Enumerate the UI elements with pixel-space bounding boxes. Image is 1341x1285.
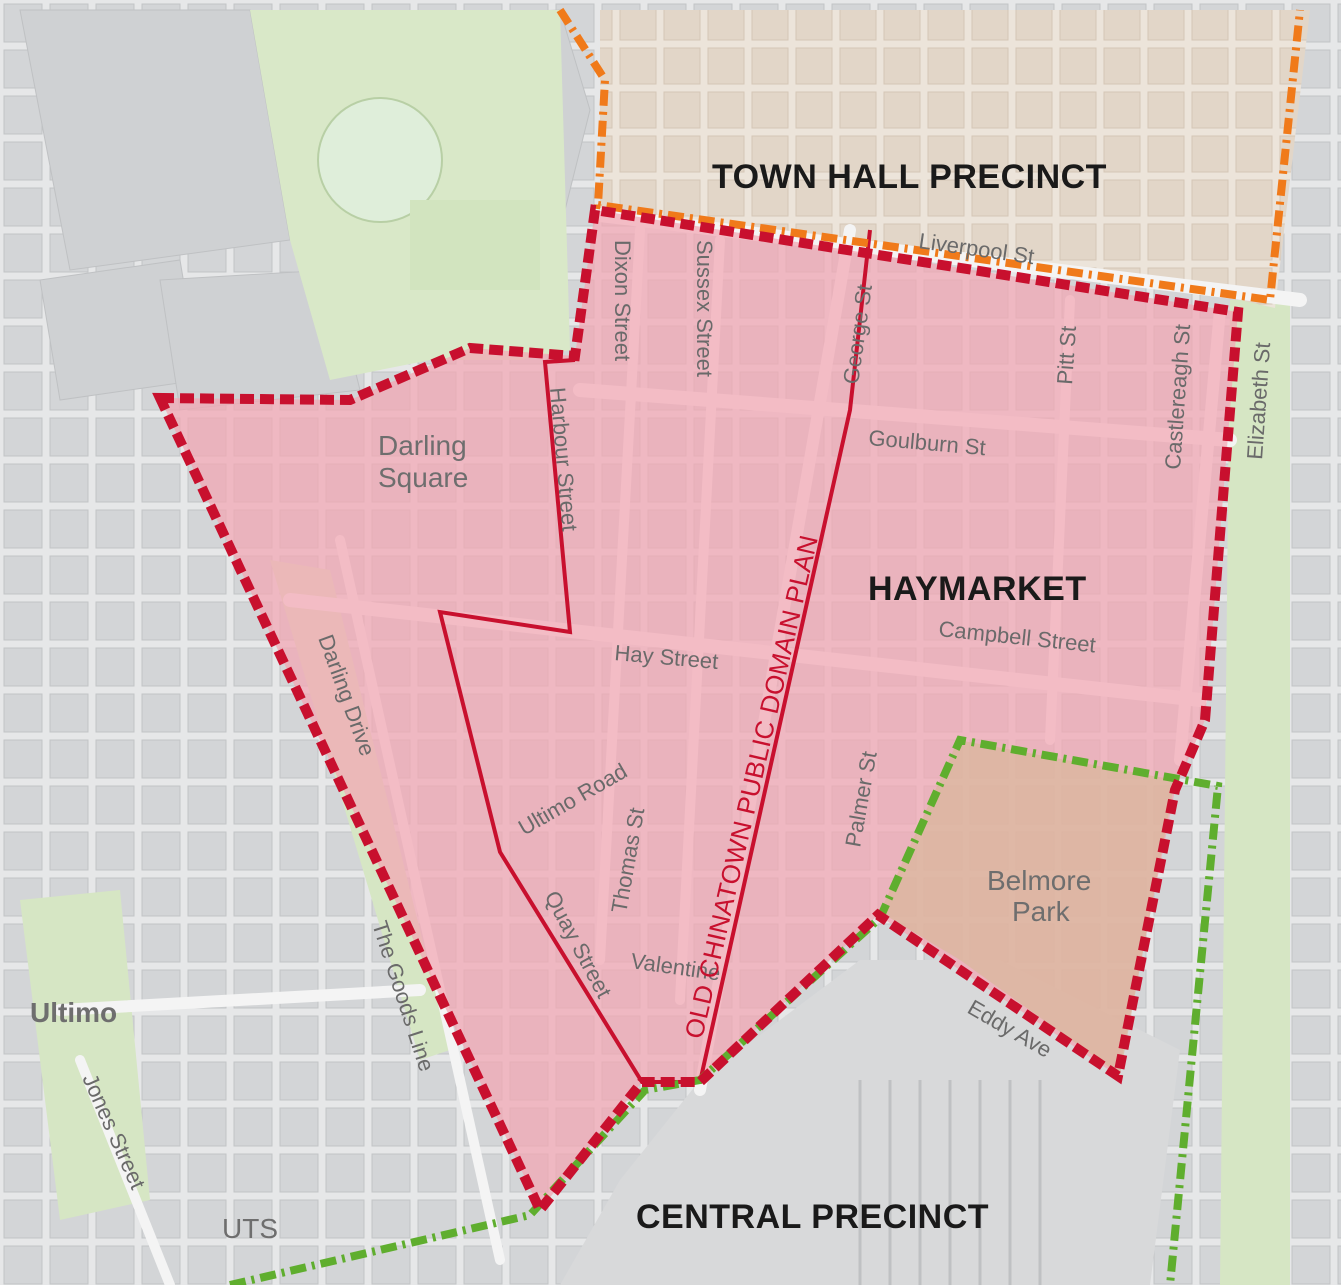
darling-square-label-1: Darling [378,430,467,461]
belmore-park-area [880,740,1175,1075]
darling-square-label-2: Square [378,462,468,493]
town-hall-boundary [556,7,1304,305]
uts-label: UTS [222,1213,278,1244]
parkland-north [250,10,570,380]
belmore-park-label-1: Belmore [987,865,1091,896]
town-hall-precinct-label: TOWN HALL PRECINCT [712,158,1107,196]
haymarket-boundary [152,204,1244,1220]
old-chinatown-plan-boundary [437,229,872,1084]
belmore-park-label-2: Park [1012,896,1071,927]
haymarket-label: HAYMARKET [868,570,1087,608]
ultimo-label: Ultimo [30,997,117,1028]
central-station-area [560,960,1180,1285]
pitt-st-label: Pitt St [1052,325,1081,385]
dixon-street-label: Dixon Street [610,240,635,361]
central-precinct-label: CENTRAL PRECINCT [636,1198,989,1236]
sussex-street-label: Sussex Street [692,240,717,377]
